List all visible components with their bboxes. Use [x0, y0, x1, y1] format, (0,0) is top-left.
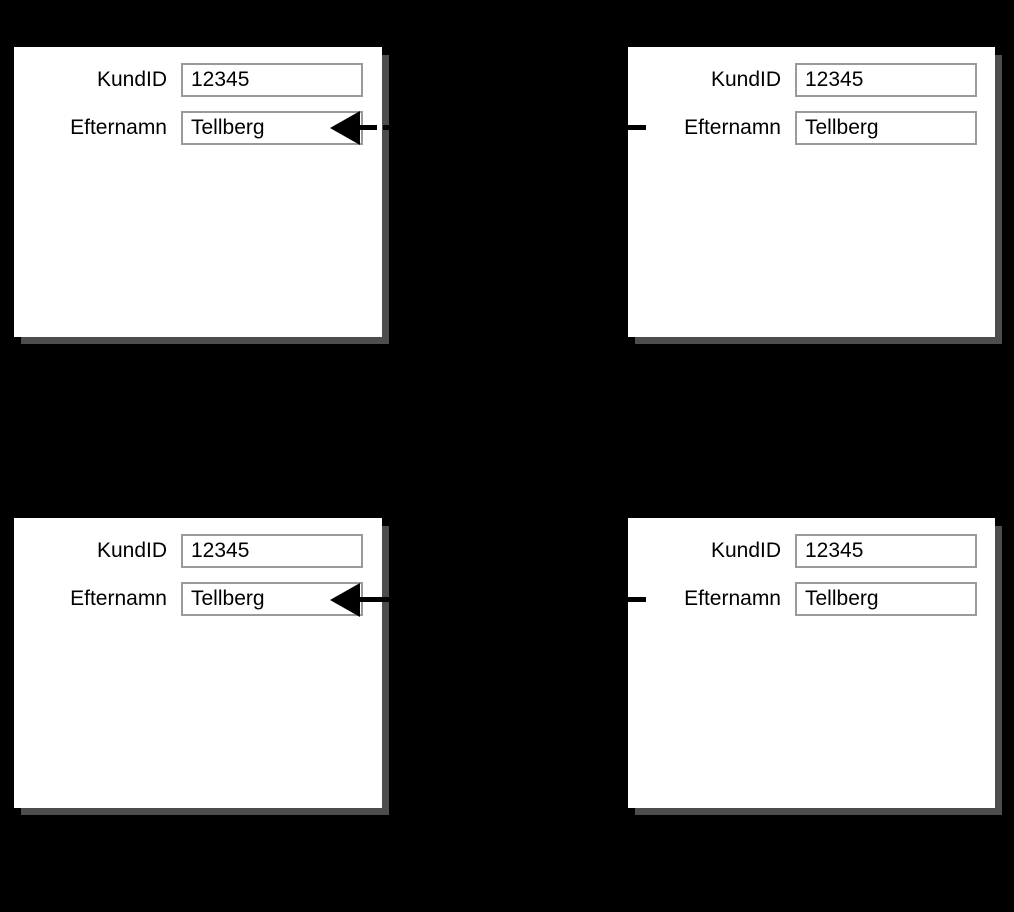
- value-efternamn: Tellberg: [191, 116, 265, 139]
- label-kundid: KundID: [96, 539, 167, 562]
- connector-line-bottom-left: [359, 597, 392, 602]
- input-efternamn[interactable]: Tellberg: [795, 111, 977, 145]
- value-kundid: 12345: [805, 539, 864, 562]
- input-kundid[interactable]: 12345: [181, 534, 363, 568]
- label-kundid: KundID: [96, 68, 167, 91]
- connector-dash-top-left: [383, 125, 402, 130]
- form-row-kundid: KundID 12345: [628, 534, 977, 568]
- input-efternamn[interactable]: Tellberg: [795, 582, 977, 616]
- panel-shadow-top-left: [382, 55, 389, 344]
- value-kundid: 12345: [191, 539, 250, 562]
- connector-stub-top-left: [359, 125, 377, 130]
- value-kundid: 12345: [191, 68, 250, 91]
- form-row-kundid: KundID 12345: [14, 534, 363, 568]
- panel-shadow-top-right: [995, 55, 1002, 344]
- input-kundid[interactable]: 12345: [795, 63, 977, 97]
- input-kundid[interactable]: 12345: [181, 63, 363, 97]
- label-efternamn: Efternamn: [70, 116, 167, 139]
- panel-shadow-bottom-bottom-right: [635, 808, 1002, 815]
- input-kundid[interactable]: 12345: [795, 534, 977, 568]
- label-kundid: KundID: [710, 68, 781, 91]
- value-efternamn: Tellberg: [805, 587, 879, 610]
- value-kundid: 12345: [805, 68, 864, 91]
- connector-dash-bottom-right: [626, 597, 646, 602]
- form-row-efternamn: Efternamn Tellberg: [628, 582, 977, 616]
- panel-shadow-bottom-right: [995, 526, 1002, 815]
- form-panel-top-right[interactable]: KundID 12345 Efternamn Tellberg: [628, 47, 995, 337]
- label-kundid: KundID: [710, 539, 781, 562]
- value-efternamn: Tellberg: [805, 116, 879, 139]
- form-row-kundid: KundID 12345: [14, 63, 363, 97]
- connector-arrow-head-bottom-left: [330, 583, 360, 617]
- form-row-efternamn: Efternamn Tellberg: [628, 111, 977, 145]
- form-row-efternamn: Efternamn Tellberg: [14, 582, 363, 616]
- value-efternamn: Tellberg: [191, 587, 265, 610]
- form-panel-top-left[interactable]: KundID 12345 Efternamn Tellberg: [14, 47, 382, 337]
- connector-dash-top-right: [626, 125, 646, 130]
- form-row-kundid: KundID 12345: [628, 63, 977, 97]
- form-panel-bottom-right[interactable]: KundID 12345 Efternamn Tellberg: [628, 518, 995, 808]
- panel-shadow-bottom-top-left: [21, 337, 389, 344]
- label-efternamn: Efternamn: [70, 587, 167, 610]
- panel-shadow-bottom-top-right: [635, 337, 1002, 344]
- form-row-efternamn: Efternamn Tellberg: [14, 111, 363, 145]
- label-efternamn: Efternamn: [684, 116, 781, 139]
- panel-shadow-bottom-bottom-left: [21, 808, 389, 815]
- connector-arrow-head-top-left: [330, 111, 360, 145]
- label-efternamn: Efternamn: [684, 587, 781, 610]
- panel-shadow-bottom-left: [382, 526, 389, 815]
- form-panel-bottom-left[interactable]: KundID 12345 Efternamn Tellberg: [14, 518, 382, 808]
